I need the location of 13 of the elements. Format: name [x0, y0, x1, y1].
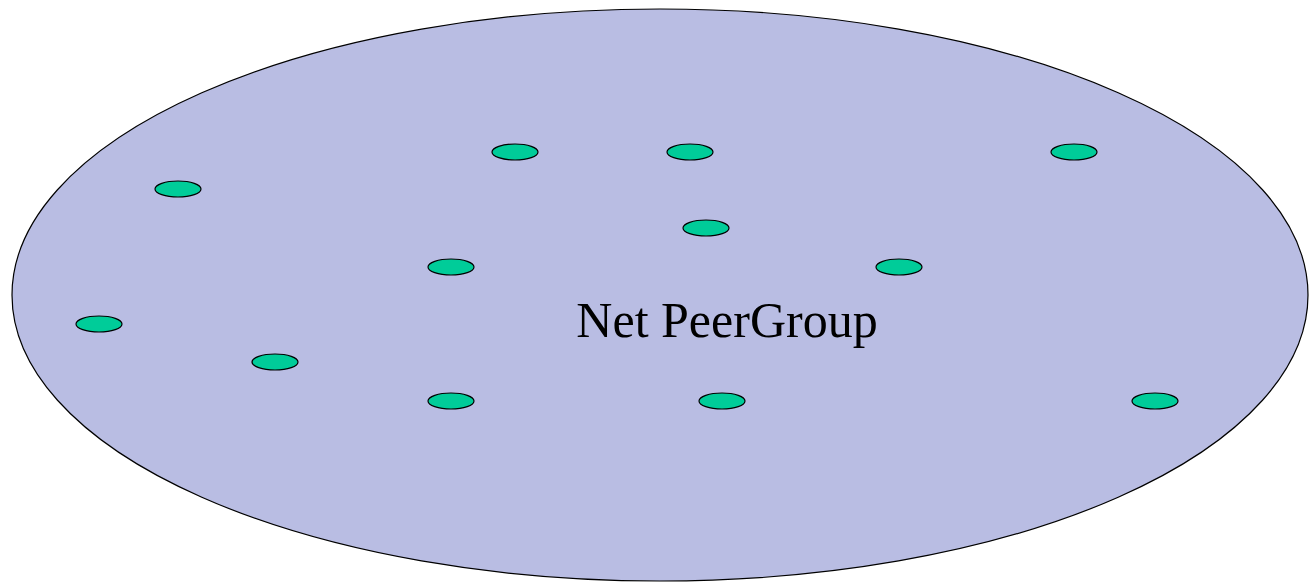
peer-node	[427, 392, 475, 410]
peer-node	[251, 353, 299, 371]
peer-node	[491, 143, 539, 161]
peer-node	[1131, 392, 1179, 410]
peer-node	[698, 392, 746, 410]
peer-node	[682, 219, 730, 237]
peer-node	[875, 258, 923, 276]
group-label: Net PeerGroup	[576, 291, 878, 349]
peer-node	[75, 315, 123, 333]
peer-node	[427, 258, 475, 276]
peer-node	[666, 143, 714, 161]
peer-node	[154, 180, 202, 198]
peer-node	[1050, 143, 1098, 161]
